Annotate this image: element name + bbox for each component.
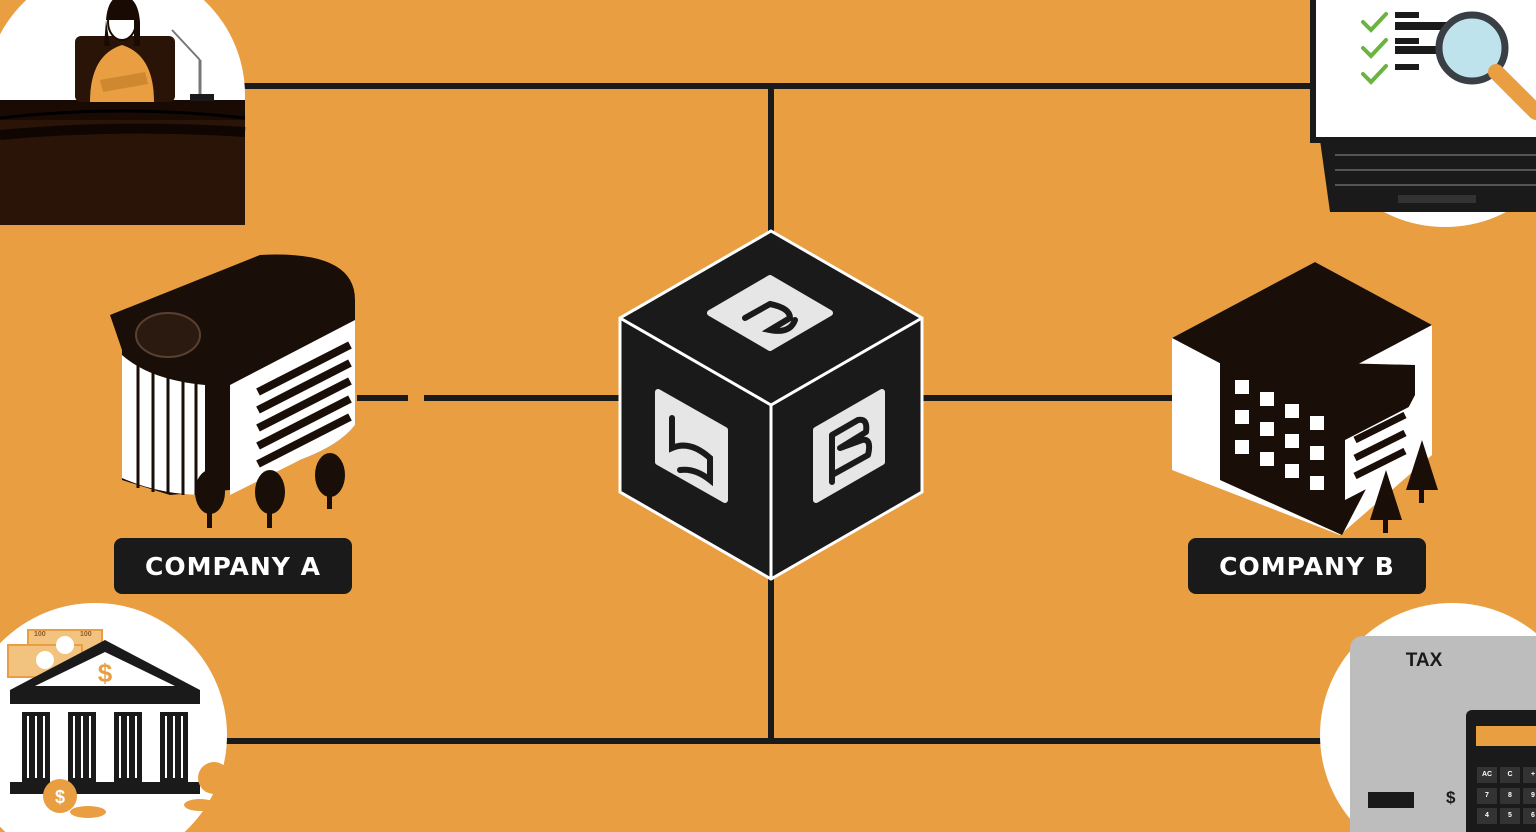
tax-title: TAX bbox=[1405, 650, 1443, 671]
calculator-key: 6 bbox=[1531, 812, 1535, 819]
svg-text:$: $ bbox=[55, 787, 65, 807]
cube-top-logo bbox=[707, 275, 833, 351]
banknote-value: 100 bbox=[80, 631, 92, 638]
company-b-label: COMPANY B bbox=[1188, 538, 1426, 594]
judge-icon bbox=[0, 0, 246, 225]
connector-lines bbox=[210, 83, 1330, 744]
cube-left-logo bbox=[655, 389, 728, 503]
company-a-label: COMPANY A bbox=[114, 538, 352, 594]
office-building-icon bbox=[110, 254, 355, 528]
calculator-key: 5 bbox=[1508, 812, 1512, 819]
bank-icon: $ $ bbox=[0, 603, 230, 832]
tax-currency-symbol: $ bbox=[1446, 788, 1456, 807]
banknote-value: 100 bbox=[34, 631, 46, 638]
cube-logo-icon bbox=[618, 229, 924, 581]
laptop-checklist-icon bbox=[1310, 0, 1536, 227]
office-building-icon bbox=[1172, 262, 1438, 535]
coins-icon: $ bbox=[43, 762, 230, 818]
cube-right-logo bbox=[813, 389, 885, 503]
svg-text:$: $ bbox=[98, 658, 113, 688]
calculator-key: 7 bbox=[1485, 792, 1489, 799]
calculator-key: 4 bbox=[1485, 812, 1489, 819]
calculator-key: C bbox=[1507, 771, 1513, 778]
calculator-key: + bbox=[1530, 771, 1536, 778]
calculator-key: 9 bbox=[1531, 792, 1535, 799]
tax-calculator-icon bbox=[1320, 603, 1536, 832]
calculator-key: 8 bbox=[1508, 792, 1512, 799]
calculator-key: AC bbox=[1481, 771, 1493, 778]
